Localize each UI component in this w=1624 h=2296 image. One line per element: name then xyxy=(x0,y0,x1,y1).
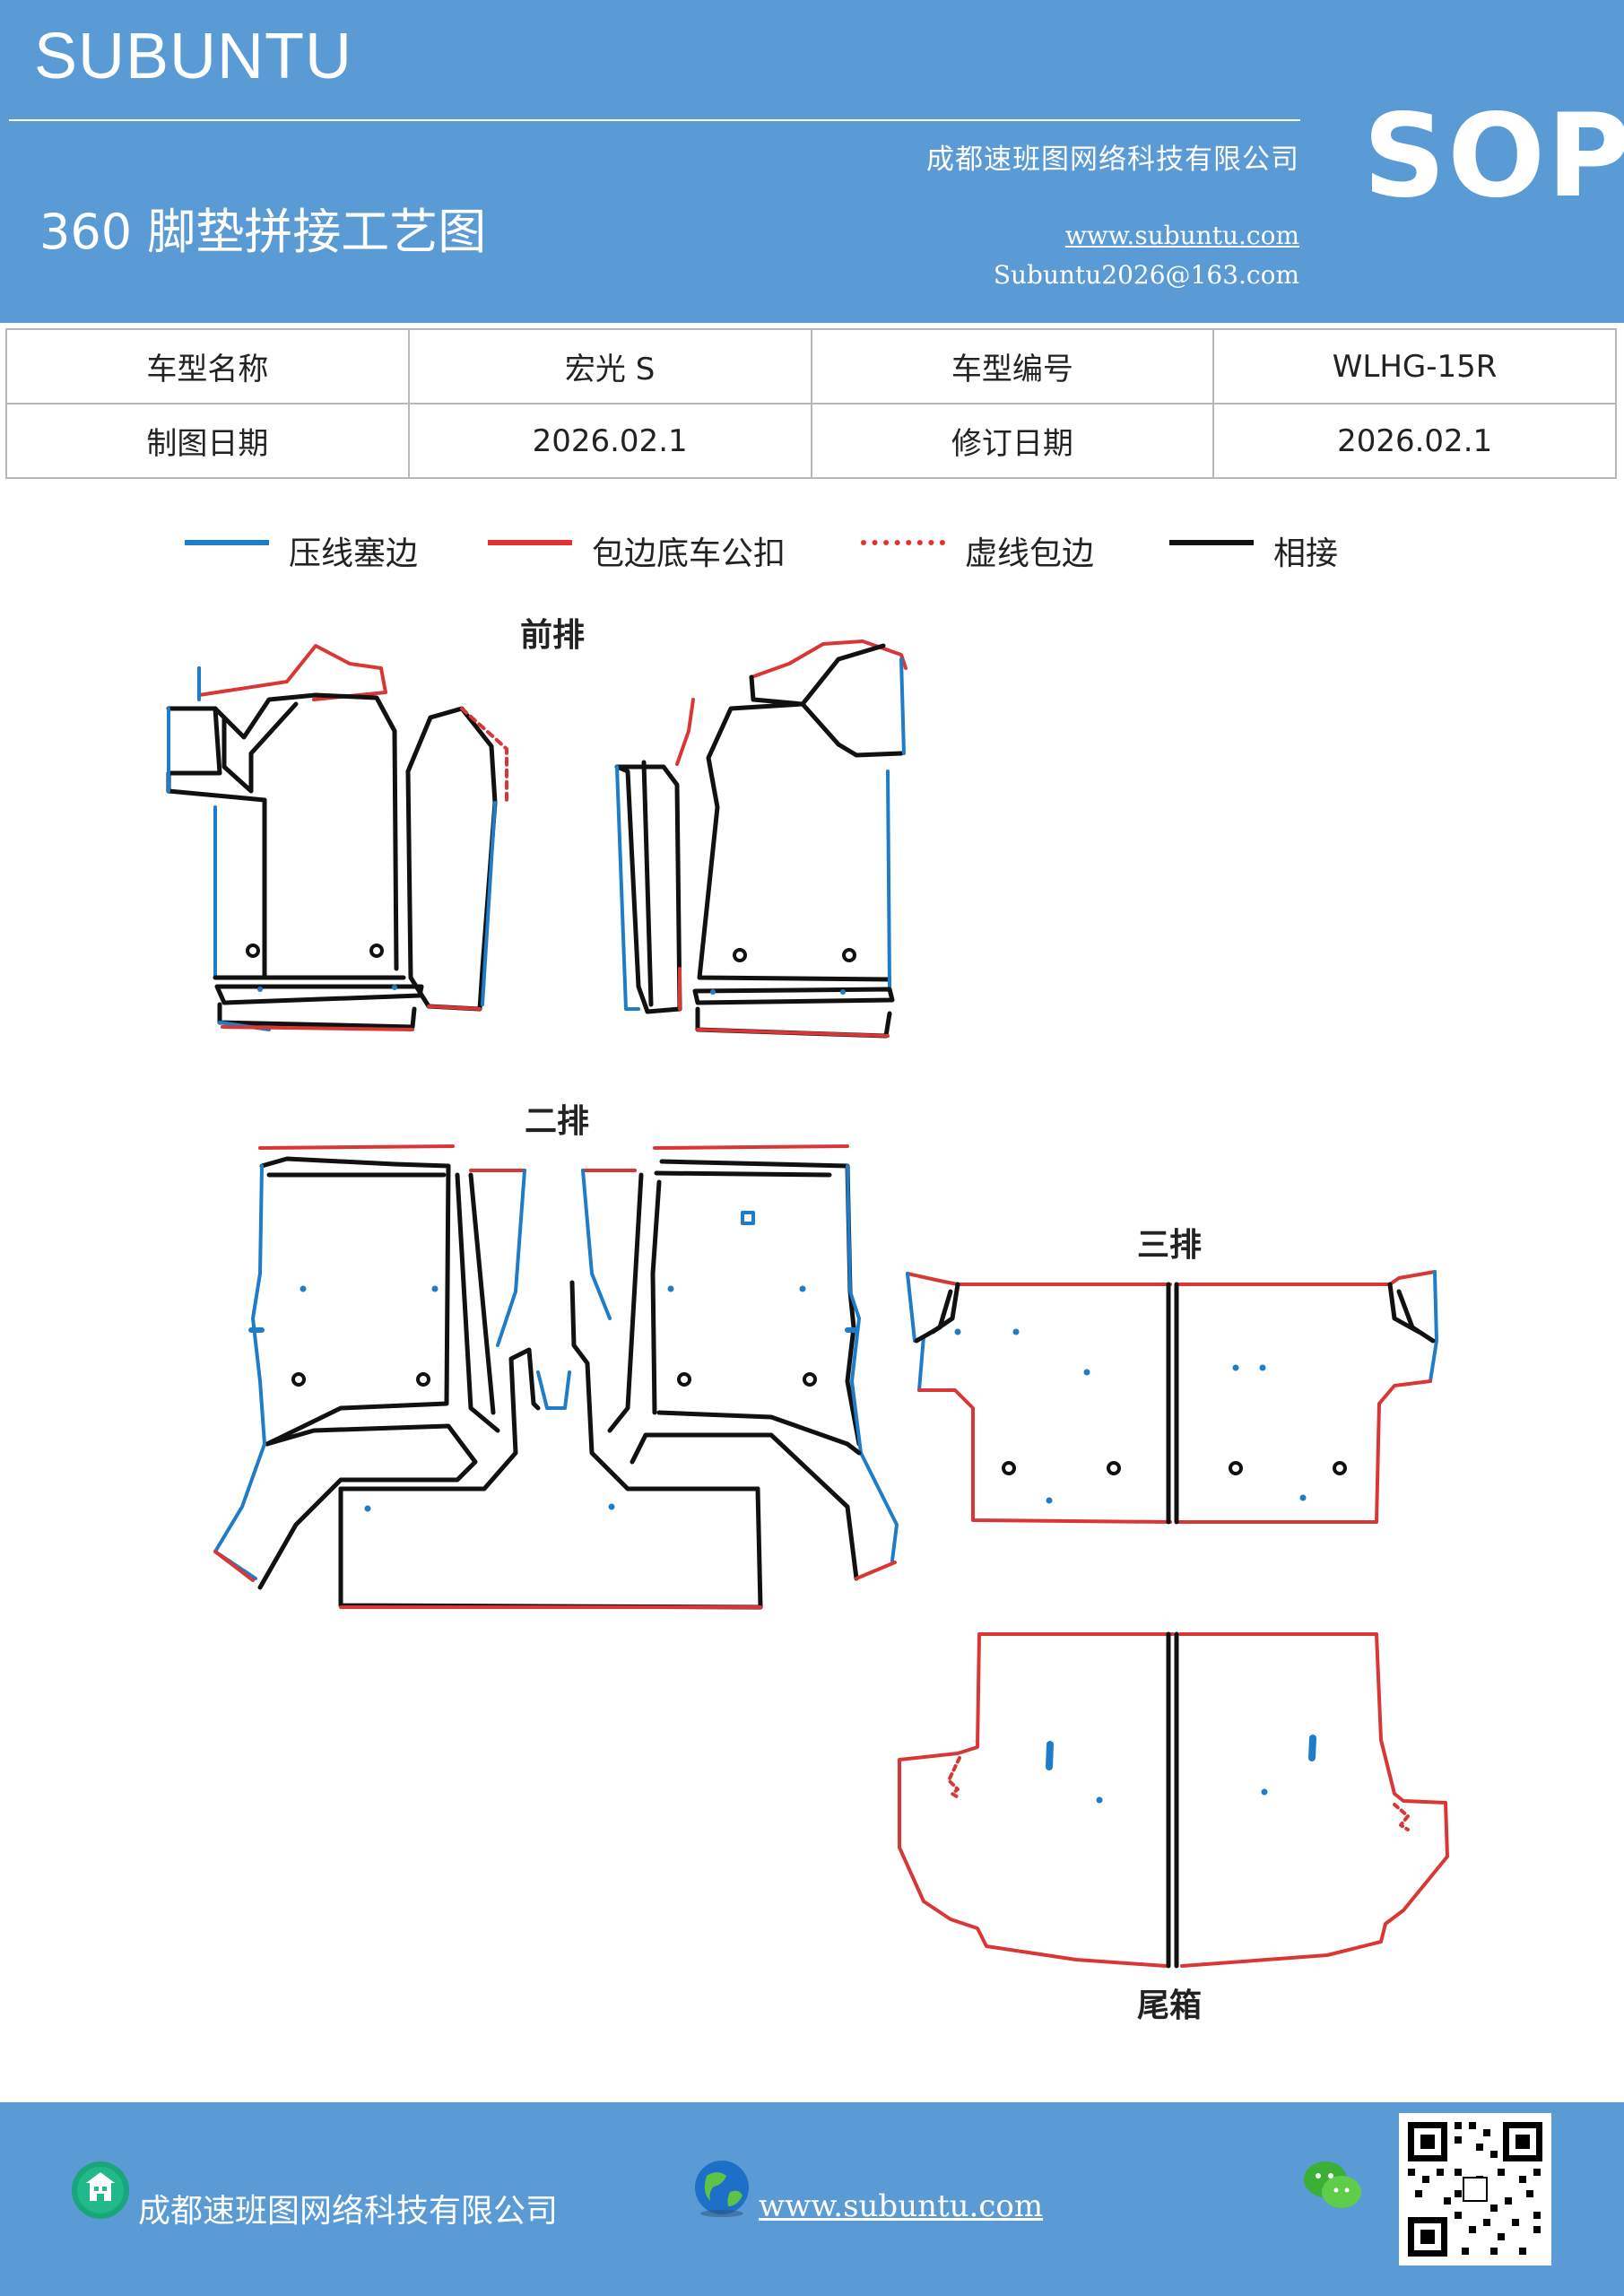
section-label-trunk: 尾箱 xyxy=(1137,1987,1202,2024)
qr-code[interactable] xyxy=(1399,2113,1551,2266)
legend-swatch-black xyxy=(1169,540,1254,545)
legend: 压线塞边 包边底车公扣 虚线包边 相接 xyxy=(0,524,1624,578)
revised-date-value: 2026.02.1 xyxy=(1212,403,1617,479)
header-company: 成都速班图网络科技有限公司 xyxy=(926,144,1299,176)
third-row-mat xyxy=(906,1270,1438,1525)
brand-name: SUBUNTU xyxy=(34,21,353,92)
legend-swatch-red-dotted xyxy=(861,540,945,545)
drawn-date-value: 2026.02.1 xyxy=(407,403,812,479)
header-email: Subuntu2026@163.com xyxy=(993,260,1299,290)
header-website-link[interactable]: www.subuntu.com xyxy=(1064,221,1299,250)
legend-swatch-red xyxy=(488,540,572,545)
section-label-second: 二排 xyxy=(525,1103,589,1140)
legend-label: 虚线包边 xyxy=(965,535,1095,572)
doc-type-label: SOP xyxy=(1363,90,1624,223)
footer-banner: 成都速班图网络科技有限公司 www.subuntu.com xyxy=(0,2102,1624,2296)
header-divider xyxy=(9,119,1300,121)
legend-label: 相接 xyxy=(1273,535,1339,572)
model-code-label: 车型编号 xyxy=(810,328,1215,404)
trunk-mat xyxy=(898,1631,1449,1969)
front-right-mat xyxy=(614,639,908,1039)
model-code-value: WLHG-15R xyxy=(1212,328,1617,404)
wechat-icon xyxy=(1302,2158,1363,2215)
table-row: 制图日期 2026.02.1 修订日期 2026.02.1 xyxy=(5,403,1617,479)
vehicle-info-table: 车型名称 宏光 S 车型编号 WLHG-15R 制图日期 2026.02.1 修… xyxy=(5,328,1617,479)
model-name-label: 车型名称 xyxy=(5,328,410,404)
revised-date-label: 修订日期 xyxy=(810,403,1215,479)
header-banner: SUBUNTU SOP 成都速班图网络科技有限公司 360 脚垫拼接工艺图 ww… xyxy=(0,0,1624,323)
globe-icon xyxy=(690,2156,753,2222)
page-title: 360 脚垫拼接工艺图 xyxy=(39,204,487,260)
second-row-mat xyxy=(213,1144,899,1610)
table-row: 车型名称 宏光 S 车型编号 WLHG-15R xyxy=(5,328,1617,404)
footer-company: 成都速班图网络科技有限公司 xyxy=(138,2193,559,2230)
footer-website-link[interactable]: www.subuntu.com xyxy=(759,2188,1044,2224)
legend-label: 包边底车公扣 xyxy=(592,535,786,572)
building-icon xyxy=(70,2160,131,2224)
front-left-mat xyxy=(166,644,508,1031)
legend-swatch-blue xyxy=(185,540,269,545)
floor-mat-diagram: 前排 xyxy=(166,617,1449,2024)
drawn-date-label: 制图日期 xyxy=(5,403,410,479)
section-label-third: 三排 xyxy=(1137,1227,1202,1264)
section-label-front: 前排 xyxy=(520,617,585,654)
legend-label: 压线塞边 xyxy=(289,535,419,572)
model-name-value: 宏光 S xyxy=(407,328,812,404)
